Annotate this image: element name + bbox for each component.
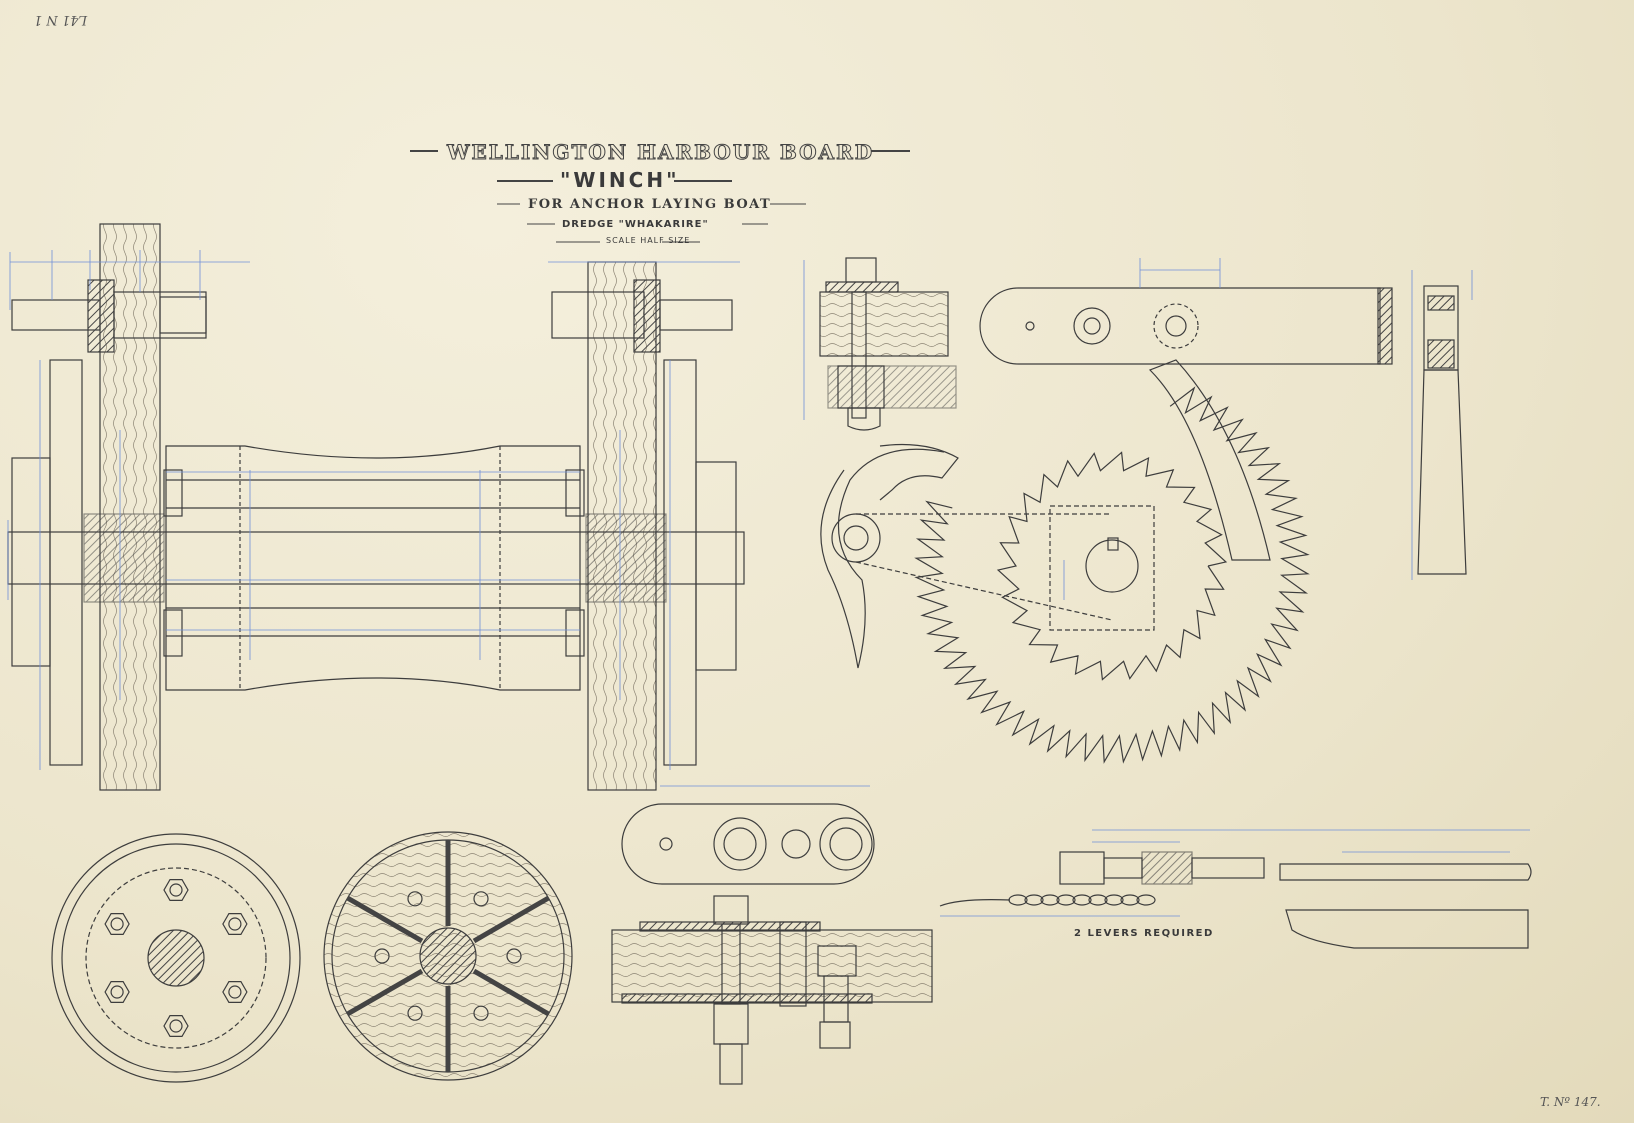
wheel-bolt-hole	[407, 891, 423, 907]
wheel-spoke	[346, 968, 424, 1017]
flange-bolt-hole	[169, 883, 183, 897]
title-vessel: DREDGE "WHAKARIRE"	[562, 219, 709, 230]
chain-link	[1040, 894, 1060, 906]
levers-note: 2 LEVERS REQUIRED	[1074, 928, 1214, 939]
flange-bolt-hole	[228, 985, 242, 999]
chain-link	[1024, 894, 1044, 906]
sheet-ref-bottom-right: T. Nº 147.	[1540, 1095, 1601, 1109]
bed-section	[611, 895, 933, 1085]
flange-bolt-nut	[222, 980, 248, 1004]
title-scale: SCALE HALF SIZE	[606, 236, 691, 245]
wheel-bolt-hole	[506, 948, 522, 964]
title-winch: "WINCH"	[560, 168, 680, 192]
flange-bolt-hole	[110, 917, 124, 931]
title-board: WELLINGTON HARBOUR BOARD	[446, 140, 875, 165]
chain-link	[1136, 894, 1156, 906]
chain-pin	[939, 851, 1265, 907]
wheel-bolt-hole	[407, 1005, 423, 1021]
chain-link	[1104, 894, 1124, 906]
wheel-spoke	[472, 968, 550, 1017]
wheel-bolt-hole	[473, 1005, 489, 1021]
flange-bolt-hole	[228, 917, 242, 931]
flange-bolt-hole	[169, 1019, 183, 1033]
chain-link	[1056, 894, 1076, 906]
flange-face	[51, 833, 301, 1083]
chain-link	[1120, 894, 1140, 906]
flat-bar	[1279, 863, 1532, 949]
flange-bolt-nut	[163, 1014, 189, 1038]
wheel-bolt-hole	[374, 948, 390, 964]
timber-wheel	[323, 831, 573, 1081]
drum-elevation	[7, 223, 745, 791]
flange-bolt-nut	[104, 912, 130, 936]
chain-link	[1088, 894, 1108, 906]
chain-link	[1008, 894, 1028, 906]
flange-bolt-nut	[163, 878, 189, 902]
wheel-spoke	[472, 895, 550, 944]
ratchet-dimensions	[803, 258, 1221, 600]
wheel-bolt-hole	[473, 891, 489, 907]
sheet-ref-top-left: L41 N 1	[34, 12, 88, 27]
title-purpose: FOR ANCHOR LAYING BOAT	[528, 197, 772, 212]
ratchet-assembly	[820, 287, 1393, 764]
bolt-detail	[819, 257, 957, 431]
flange-bolt-hole	[110, 985, 124, 999]
flange-bolt-nut	[104, 980, 130, 1004]
title-rules	[410, 150, 910, 243]
lever-section	[1417, 285, 1467, 575]
flange-bolt-nut	[222, 912, 248, 936]
link-plate	[621, 803, 875, 885]
wheel-spoke	[346, 895, 424, 944]
drum-dimensions	[7, 250, 740, 770]
chain-link	[1072, 894, 1092, 906]
